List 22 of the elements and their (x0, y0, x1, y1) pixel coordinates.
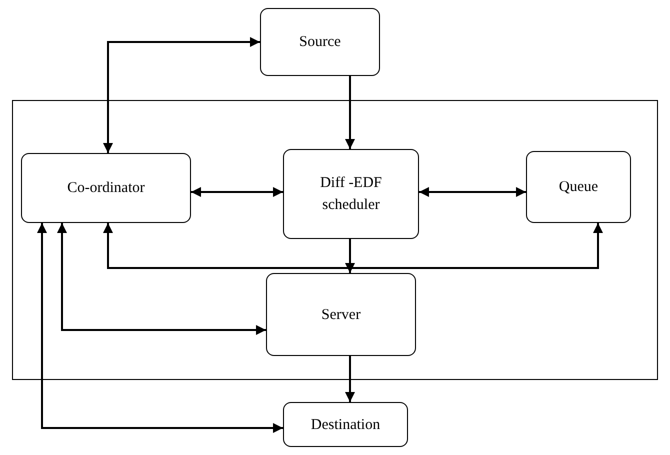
connector-arrow (345, 239, 355, 273)
process-box (21, 153, 191, 223)
connector-arrow (57, 223, 266, 335)
connector-arrow (419, 187, 526, 197)
process-box (266, 273, 416, 356)
process-box (283, 149, 419, 239)
node-label: Source (298, 33, 342, 52)
system-boundary (12, 100, 658, 380)
connector-arrow (345, 356, 355, 402)
node-label: Queue (558, 178, 600, 197)
connector-arrow (103, 223, 603, 269)
process-box (526, 151, 631, 223)
connector-arrow (191, 187, 283, 197)
connector-arrow (345, 76, 355, 149)
node-label: Co-ordinator (66, 179, 146, 198)
node-label: Diff -EDF scheduler (319, 174, 383, 215)
connector-arrow (103, 37, 260, 153)
node-label: Server (320, 306, 362, 324)
node-label: Destination (310, 416, 382, 434)
process-box (283, 402, 408, 447)
process-box (260, 8, 380, 76)
connector-arrow (37, 223, 283, 433)
